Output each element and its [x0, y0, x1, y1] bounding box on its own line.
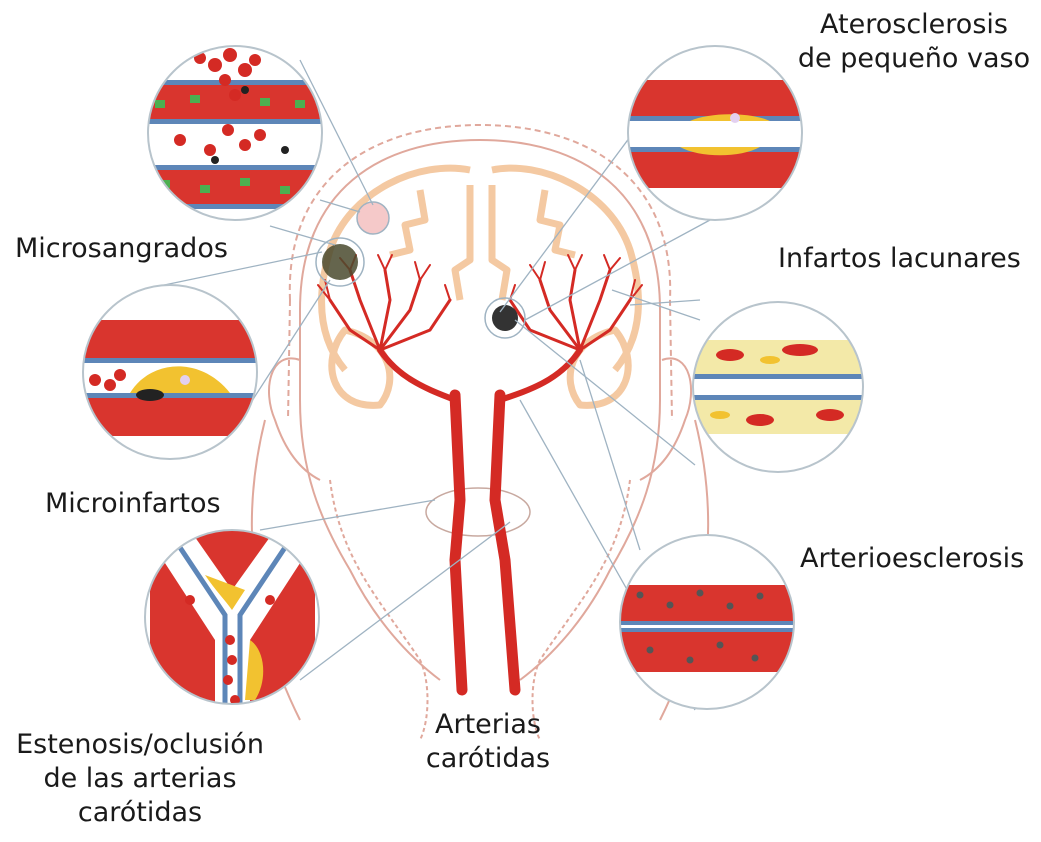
label-microinfartos: Microinfartos [45, 487, 221, 521]
small-vessel-atherosclerosis-magnifier [620, 40, 810, 230]
carotid-arteries [318, 255, 642, 690]
label-estenosis-line2: de las arterias [5, 762, 275, 796]
label-aterosclerosis: Aterosclerosis de pequeño vaso [794, 8, 1034, 76]
lacunar-infarct-magnifier [690, 300, 870, 480]
label-arterias-line2: carótidas [408, 742, 568, 776]
label-estenosis-line1: Estenosis/oclusión [5, 728, 275, 762]
label-estenosis-line3: carótidas [5, 796, 275, 830]
label-aterosclerosis-line1: Aterosclerosis [794, 8, 1034, 42]
label-aterosclerosis-line2: de pequeño vaso [794, 42, 1034, 76]
arteriosclerosis-magnifier [615, 530, 805, 720]
microbleed-magnifier [140, 40, 330, 230]
label-infartos-lacunares: Infartos lacunares [778, 242, 1021, 276]
label-estenosis: Estenosis/oclusión de las arterias carót… [5, 728, 275, 830]
label-arterias-carotidas: Arterias carótidas [408, 708, 568, 776]
label-microsangrados: Microsangrados [15, 232, 228, 266]
microinfarct-magnifier [80, 280, 270, 470]
carotid-stenosis-magnifier [140, 525, 330, 720]
label-arterias-line1: Arterias [408, 708, 568, 742]
label-arterioesclerosis: Arterioesclerosis [800, 542, 1024, 576]
